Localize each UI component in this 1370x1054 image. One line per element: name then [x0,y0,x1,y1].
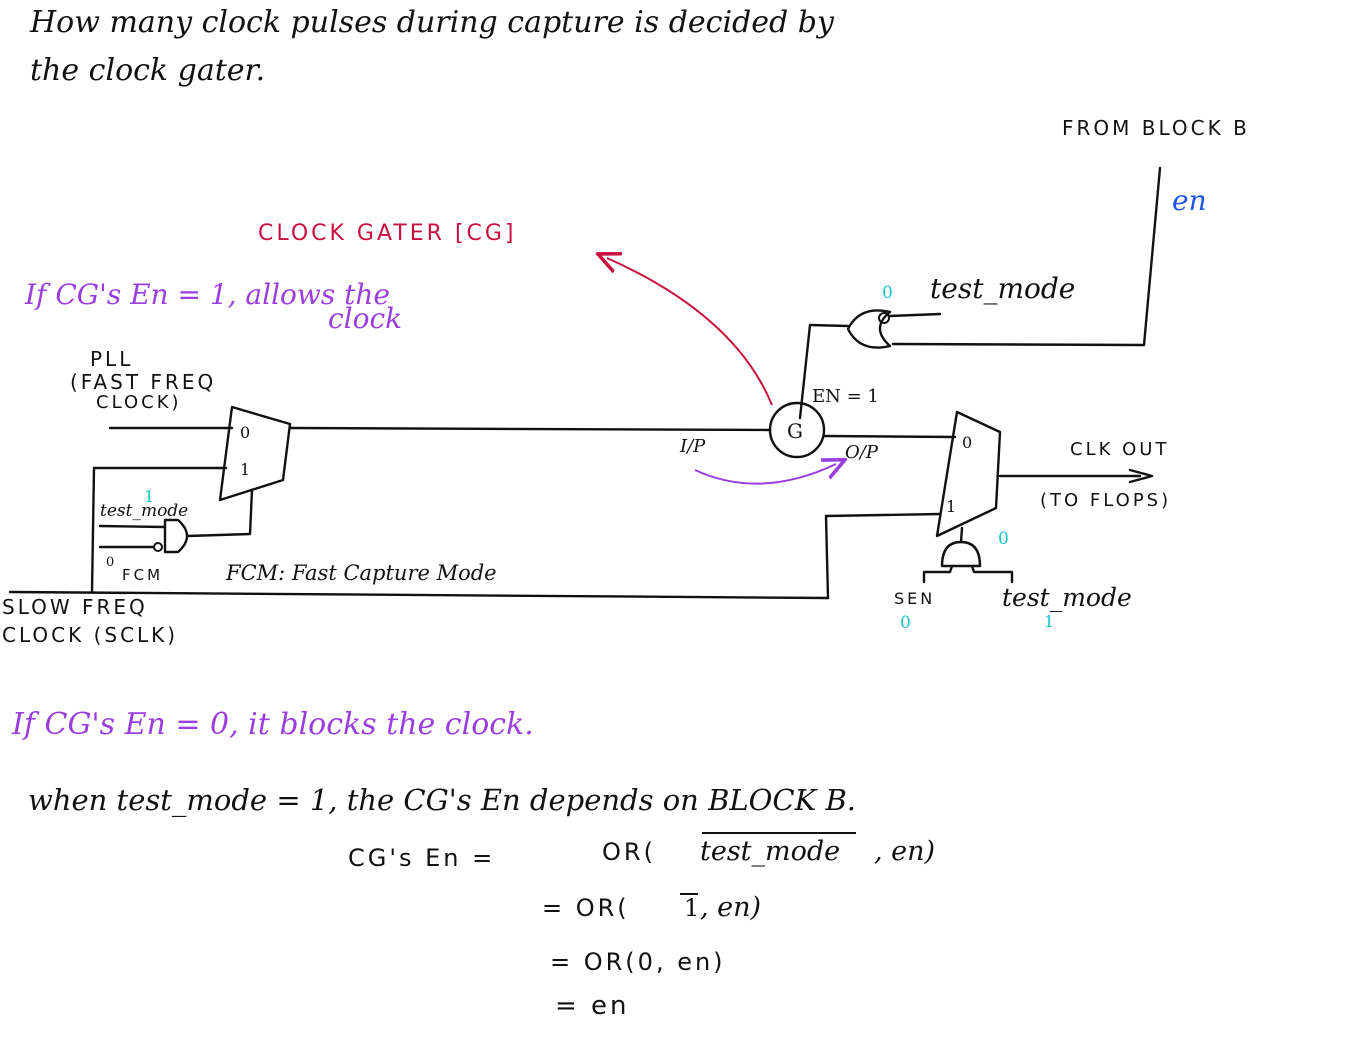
eq1-lhs: CG's En = [348,844,495,872]
sen-label: SEN [894,589,935,608]
sclk-to-right-mux-wire [824,512,942,600]
header-line-1: How many clock pulses during capture is … [29,5,835,40]
top-test-mode-value: 0 [882,283,893,303]
right-and-gate [940,540,982,568]
or-test-mode-wire [888,312,942,318]
cg-output-wire [822,434,957,439]
left-test-mode-label: test_mode [100,501,188,521]
pll-label-line-3: CLOCK) [96,392,182,413]
block-b-en-wire [1142,166,1162,347]
cg-en-label: EN = 1 [812,386,879,407]
from-block-b-label: FROM BLOCK B [1062,116,1250,140]
left-mux [218,405,292,502]
clock-gater-title: CLOCK GATER [CG] [258,221,517,246]
eq2-post: , en) [700,892,761,923]
right-and-test-mode-wire [970,564,1014,584]
top-test-mode-label: test_mode [930,272,1075,305]
eq1-overbar-term: test_mode [700,836,840,867]
or-output-wire-h [808,323,850,328]
slow-clock-line-2: CLOCK (SCLK) [2,623,178,647]
clk-out-label: CLK OUT [1070,439,1169,460]
cg-output-label: O/P [845,442,879,463]
left-test-mode-value: 1 [144,487,154,506]
header-line-2: the clock gater. [30,53,265,88]
cg-input-label: I/P [679,436,706,457]
pll-label-line-2: (FAST FREQ [70,370,216,394]
equation-3: = OR(0, en) [550,948,726,976]
sclk-main-wire [8,590,830,600]
fcm-description: FCM: Fast Capture Mode [225,561,497,585]
eq1-pre: OR( [602,838,656,866]
slow-clock-line-1: SLOW FREQ [2,595,148,619]
sclk-to-mux-wire-v [90,466,96,594]
eq1-post: , en) [874,836,935,867]
eq2-overbar-term: 1 [684,894,699,922]
fcm-label: FCM [122,566,163,584]
clk-out-arrowhead [1128,468,1154,484]
left-mux-in0: 0 [240,423,250,442]
cg-pass-through-arrow [694,464,836,485]
equation-4: = en [555,991,630,1021]
to-flops-label: (TO FLOPS) [1040,490,1171,511]
right-and-output-value: 0 [998,529,1009,549]
note-en1-line-2: clock [328,302,402,335]
left-mux-output-wire [288,426,772,432]
left-and-gate [163,518,189,554]
eq2-pre: = OR( [542,894,630,922]
right-mux [935,410,1002,538]
left-and-test-mode-wire [98,524,167,529]
fcm-value: 0 [106,555,114,570]
right-and-sen-wire [922,564,954,584]
equation-2: = OR( 1 , en) [542,892,761,923]
clock-gater-pointer-arrow [607,258,773,406]
note-en0: If CG's En = 0, it blocks the clock. [11,707,534,742]
or-gate [846,309,892,349]
pll-label-line-1: PLL [90,347,133,371]
right-mux-select-wire [959,526,964,544]
right-mux-in1: 1 [946,497,956,516]
right-test-mode-value: 1 [1044,612,1054,631]
left-mux-in1: 1 [240,460,250,479]
derivation-when-line: when test_mode = 1, the CG's En depends … [28,783,856,818]
equation-1: CG's En = OR( test_mode , en) [348,832,935,872]
block-b-en-label: en [1172,184,1207,217]
note-en1-line-1: If CG's En = 1, allows the [24,278,390,311]
left-mux-select-wire [186,488,254,538]
right-test-mode-label: test_mode [1002,583,1132,612]
or-en-wire [891,342,1146,347]
sen-value: 0 [900,613,911,633]
right-mux-in0: 0 [962,433,972,452]
clock-gater-g: G [787,419,803,443]
